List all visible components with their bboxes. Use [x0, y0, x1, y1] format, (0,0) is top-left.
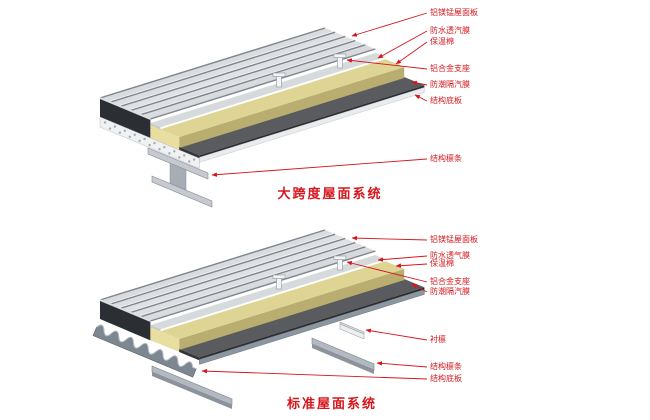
breathable-membrane-layer	[150, 53, 386, 128]
aluminum-support-clips-2	[272, 255, 347, 290]
panel-seam-highlights-2	[109, 232, 366, 316]
label-insulation: 保温棉	[430, 37, 454, 46]
insulation-side-face	[179, 67, 405, 148]
standard-leader-lines	[201, 235, 428, 380]
breathable-membrane-layer-2	[150, 255, 386, 330]
panel-front-edge-2	[100, 300, 151, 341]
label-aluminum-support: 铝合金支座	[430, 64, 470, 73]
insulation-front-face-2	[160, 331, 180, 352]
label-structural-purlin: 结构檩条	[430, 154, 462, 163]
lining-purlin-channel	[339, 321, 365, 340]
vapor-barrier-front-face	[179, 147, 200, 159]
roof-panel-surface-2	[100, 230, 376, 321]
vapor-barrier-front-face-2	[179, 349, 200, 361]
insulation-side-face-2	[179, 269, 405, 350]
label-structural-deck-2: 结构底板	[430, 374, 462, 383]
vapor-barrier-layer	[179, 77, 425, 156]
vapor-barrier-layer-2	[179, 279, 425, 358]
label-roof-panel-2: 铝镁锰屋面板	[430, 235, 478, 244]
panel-seam-highlights	[109, 30, 366, 114]
corrugated-deck-sheet	[92, 324, 197, 378]
panel-front-lip	[100, 97, 151, 120]
large-span-title: 大跨度屋面系统	[277, 187, 383, 202]
standard-diagram	[92, 229, 425, 409]
label-aluminum-support-2: 铝合金支座	[430, 277, 470, 286]
large-span-diagram	[99, 27, 425, 208]
label-structural-deck: 结构底板	[430, 96, 462, 105]
panel-front-edge	[100, 98, 151, 139]
aluminum-support-clips	[272, 53, 347, 88]
standard-title: 标准屋面系统	[286, 397, 377, 412]
label-breathable-membrane-2: 防水透气膜	[430, 251, 470, 260]
roof-panel-surface	[100, 28, 376, 119]
label-structural-purlin-2: 结构檩条	[430, 362, 462, 371]
deck-perforations	[103, 121, 196, 163]
vapor-barrier-edge-2	[199, 287, 425, 360]
vapor-barrier-edge	[199, 85, 425, 158]
label-lining-purlin: 衬檩	[430, 335, 446, 344]
insulation-layer-2	[160, 261, 405, 339]
panel-front-lip-2	[100, 299, 151, 322]
structural-purlin-beam	[147, 147, 213, 208]
membrane-front-edge-2	[150, 325, 161, 332]
insulation-front-face	[160, 129, 180, 150]
membrane-front-edge	[150, 123, 161, 130]
label-roof-panel: 铝镁锰屋面板	[430, 8, 478, 17]
large-span-leader-lines	[211, 12, 428, 177]
structural-purlin-right	[311, 337, 375, 374]
label-breathable-membrane: 防水透汽膜	[430, 26, 470, 35]
label-vapor-barrier: 防潮隔汽膜	[430, 80, 470, 89]
label-vapor-barrier-2: 防潮隔汽膜	[430, 287, 470, 296]
insulation-layer	[160, 59, 405, 138]
corrugated-deck-edge	[199, 289, 425, 365]
label-insulation-2: 保温棉	[430, 259, 454, 268]
panel-seams-2	[99, 229, 376, 322]
structural-purlin-front	[151, 365, 233, 409]
